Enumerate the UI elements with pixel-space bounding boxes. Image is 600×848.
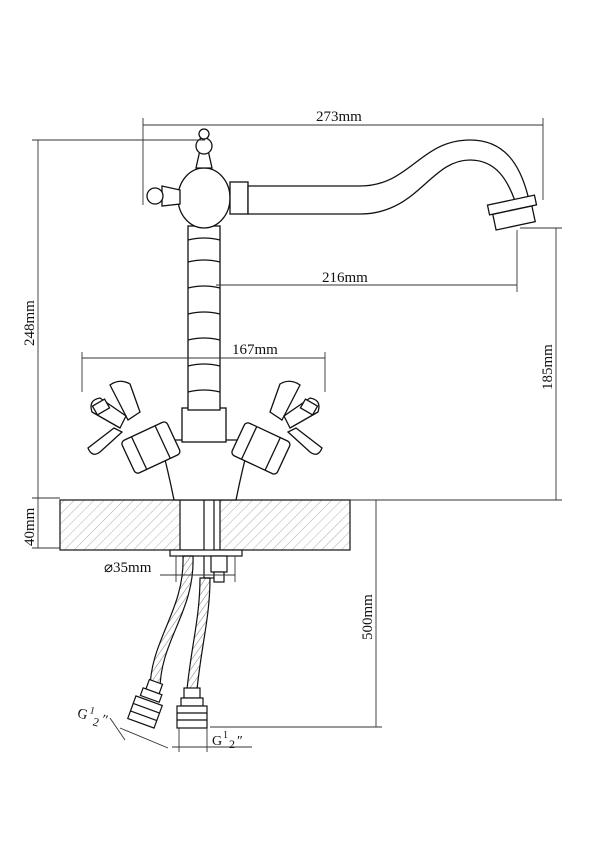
mounting-shank: [169, 499, 243, 583]
dim-mount-hole: ⌀35mm: [104, 560, 152, 576]
left-cross-handle: [87, 380, 141, 455]
thread-left-sup: 1: [88, 705, 96, 717]
thread-left-quote: ″: [100, 713, 110, 729]
thread-left-sub: 2: [91, 714, 100, 729]
dimension-lines: [32, 118, 562, 752]
thread-right-g: G: [212, 734, 222, 749]
faucet-body: [121, 128, 538, 501]
dim-hose-length: 500mm: [360, 594, 376, 640]
dim-deck-thickness: 40mm: [22, 507, 38, 546]
thread-left-g: G: [76, 706, 90, 723]
dim-height-total: 248mm: [22, 300, 38, 346]
dim-spout-height: 185mm: [540, 344, 556, 390]
hose-right: [176, 577, 211, 729]
thread-right-sup: 1: [223, 730, 228, 741]
thread-right-sub: 2: [229, 737, 235, 751]
thread-label-right: G 1 2 ″: [212, 730, 243, 751]
dim-reach-spout: 216mm: [322, 270, 368, 286]
thread-right-quote: ″: [237, 734, 243, 749]
right-cross-handle: [269, 380, 323, 455]
dim-handle-span: 167mm: [232, 342, 278, 358]
thread-label-left: G 1 2 ″: [76, 705, 110, 729]
hose-left: [126, 555, 194, 729]
dim-reach-total: 273mm: [316, 109, 362, 125]
